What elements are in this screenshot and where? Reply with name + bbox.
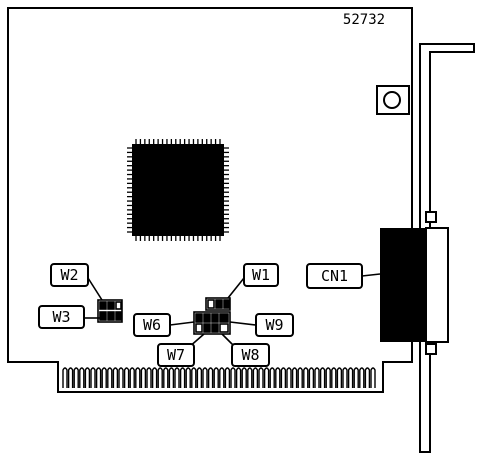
connector-tooth bbox=[118, 367, 124, 388]
connector-tooth bbox=[230, 367, 236, 388]
connector-tooth bbox=[297, 367, 303, 388]
connector-tooth bbox=[191, 367, 197, 388]
label-w3: W3 bbox=[38, 305, 85, 329]
connector-tooth bbox=[146, 367, 152, 388]
connector-tooth bbox=[129, 367, 135, 388]
mounting-bracket bbox=[376, 43, 475, 453]
svg-text:W2: W2 bbox=[60, 266, 78, 284]
connector-tooth bbox=[174, 367, 180, 388]
jumper-block-w6-w9 bbox=[193, 311, 231, 335]
connector-tooth bbox=[84, 367, 91, 388]
connector-tooth bbox=[280, 367, 287, 388]
leader-w9 bbox=[229, 321, 257, 326]
connector-tooth bbox=[247, 367, 253, 388]
leader-lines bbox=[84, 273, 381, 349]
connector-tooth bbox=[163, 367, 169, 388]
leader-w1 bbox=[227, 277, 245, 299]
connector-tooth bbox=[73, 367, 79, 388]
connector-tooth bbox=[325, 367, 331, 388]
connector-tooth bbox=[112, 367, 119, 388]
label-w8: W8 bbox=[231, 343, 270, 367]
connector-tooth bbox=[359, 367, 365, 388]
svg-text:W8: W8 bbox=[241, 346, 259, 364]
connector-tooth bbox=[179, 367, 186, 388]
main-chip bbox=[127, 139, 229, 241]
connector-tooth bbox=[107, 367, 113, 388]
leader-w2 bbox=[87, 277, 103, 301]
leader-w6 bbox=[169, 321, 195, 326]
connector-tooth bbox=[263, 367, 270, 388]
edge-connector-teeth bbox=[62, 367, 376, 388]
connector-tooth bbox=[314, 367, 320, 388]
label-w6: W6 bbox=[133, 313, 171, 337]
connector-tooth bbox=[67, 367, 74, 388]
connector-tooth bbox=[291, 367, 298, 388]
label-w7: W7 bbox=[157, 343, 195, 367]
connector-tooth bbox=[151, 367, 158, 388]
connector-tooth bbox=[353, 367, 359, 388]
svg-text:W9: W9 bbox=[265, 316, 283, 334]
connector-tooth bbox=[308, 367, 315, 388]
connector-tooth bbox=[269, 367, 275, 388]
connector-tooth bbox=[219, 367, 225, 388]
svg-text:W7: W7 bbox=[167, 346, 185, 364]
part-number: 52732 bbox=[343, 12, 385, 28]
svg-text:CN1: CN1 bbox=[321, 267, 348, 285]
label-cn1: CN1 bbox=[306, 263, 363, 289]
connector-tooth bbox=[168, 367, 175, 388]
svg-text:W1: W1 bbox=[252, 266, 270, 284]
connector-tooth bbox=[213, 367, 219, 388]
connector-tooth bbox=[62, 367, 68, 388]
connector-tooth bbox=[224, 367, 231, 388]
bracket-screw-icon bbox=[383, 91, 401, 109]
connector-tooth bbox=[336, 367, 343, 388]
svg-text:W3: W3 bbox=[52, 308, 70, 326]
jumper-block-w1 bbox=[205, 297, 231, 311]
connector-tooth bbox=[342, 367, 348, 388]
connector-tooth bbox=[275, 367, 281, 388]
cn1-connector bbox=[380, 211, 449, 355]
connector-tooth bbox=[303, 367, 309, 388]
connector-tooth bbox=[79, 367, 85, 388]
connector-tooth bbox=[140, 367, 147, 388]
leader-cn1 bbox=[361, 273, 381, 277]
connector-tooth bbox=[241, 367, 247, 388]
jumper-block-w2-w3 bbox=[97, 299, 123, 323]
connector-tooth bbox=[258, 367, 264, 388]
connector-tooth bbox=[347, 367, 354, 388]
connector-tooth bbox=[101, 367, 107, 388]
connector-tooth bbox=[207, 367, 214, 388]
connector-tooth bbox=[123, 367, 130, 388]
connector-tooth bbox=[252, 367, 259, 388]
connector-tooth bbox=[319, 367, 326, 388]
connector-tooth bbox=[135, 367, 141, 388]
label-w9: W9 bbox=[255, 313, 294, 337]
connector-tooth bbox=[286, 367, 292, 388]
connector-tooth bbox=[185, 367, 191, 388]
connector-tooth bbox=[202, 367, 208, 388]
connector-tooth bbox=[331, 367, 337, 388]
connector-tooth bbox=[196, 367, 203, 388]
label-w1: W1 bbox=[243, 263, 279, 287]
label-w2: W2 bbox=[50, 263, 89, 287]
connector-tooth bbox=[157, 367, 163, 388]
connector-tooth bbox=[235, 367, 242, 388]
connector-tooth bbox=[370, 367, 376, 388]
svg-text:W6: W6 bbox=[143, 316, 161, 334]
connector-tooth bbox=[95, 367, 102, 388]
connector-tooth bbox=[364, 367, 371, 388]
connector-tooth bbox=[90, 367, 96, 388]
